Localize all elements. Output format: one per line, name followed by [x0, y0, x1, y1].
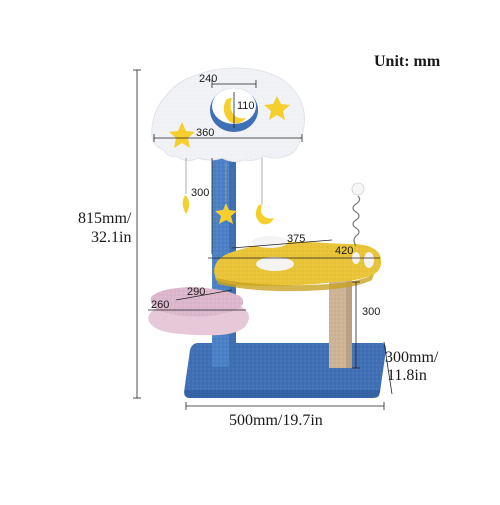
paw-pad-1: [252, 236, 288, 248]
star-icon: [215, 203, 237, 224]
sisal-post-height-label: 300: [362, 306, 381, 318]
moon-icon: [223, 98, 246, 124]
paw-pad-2: [256, 257, 294, 271]
base-depth-in-label: 11.8in: [387, 367, 427, 384]
platform-depth-label: 375: [287, 233, 306, 245]
paw-toe-1: [364, 252, 374, 268]
cloud-width-label: 360: [196, 127, 215, 139]
total-height-in-label: 32.1in: [91, 229, 132, 246]
pom-pom-toy: [351, 182, 365, 196]
total-height-mm-label: 815mm/: [78, 210, 132, 227]
base-width-label: 500mm/19.7in: [229, 412, 323, 429]
unit-label: Unit: mm: [374, 53, 441, 70]
base-depth-mm-label: 300mm/: [385, 349, 439, 366]
star-icon: [264, 96, 290, 120]
hanging-toys: [182, 158, 274, 225]
moon-icon: [182, 195, 190, 214]
main-platform: [214, 236, 382, 292]
small-platform-width-label: 260: [151, 299, 170, 311]
spring-toy: [351, 182, 365, 247]
platform-width-label: 420: [335, 245, 354, 257]
sisal-post: [329, 280, 352, 368]
dimension-lines: [133, 69, 393, 410]
cloud-hole-label: 240: [199, 73, 218, 85]
star-icon: [169, 122, 195, 148]
pole-height-label: 300: [191, 187, 210, 199]
cloud-canopy: [151, 67, 306, 163]
small-platform-depth-label: 290: [187, 286, 206, 298]
small-platform: [148, 287, 249, 336]
moon-icon: [255, 204, 274, 225]
moon-hole-label: 110: [237, 100, 255, 112]
